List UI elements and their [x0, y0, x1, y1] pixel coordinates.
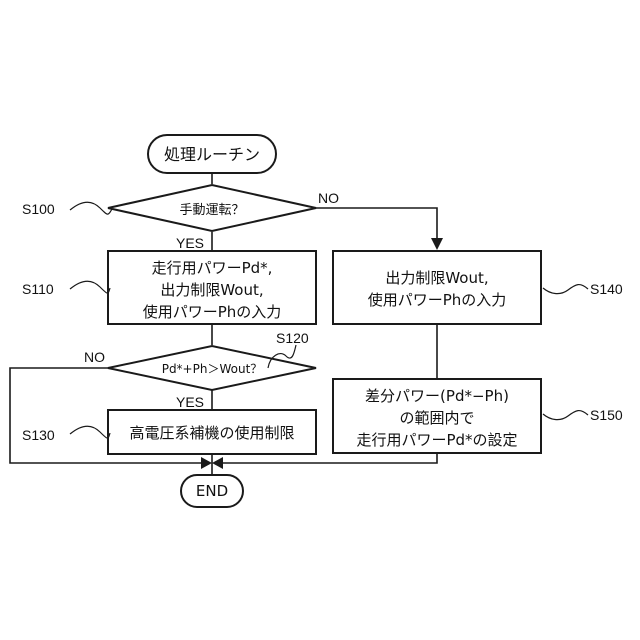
connector-s150-to-end: [223, 454, 437, 463]
decision-s120-no-label: NO: [84, 349, 105, 365]
decision-s100-yes-label: YES: [176, 235, 204, 251]
decision-s120: Pd*+Ph＞Wout？ YES NO S120: [84, 330, 316, 410]
process-s140-shape: [333, 251, 541, 324]
leader-s140: [543, 285, 588, 294]
arrowhead-s140: [431, 238, 443, 250]
process-s130: 高電圧系補機の使用制限 S130: [22, 410, 316, 454]
process-s150-line-3: 走行用パワーPd*の設定: [356, 431, 517, 449]
step-label-s100: S100: [22, 201, 55, 217]
process-s150-line-1: 差分パワー(Pd*−Ph): [365, 387, 509, 405]
process-s110-line-2: 出力制限Wout,: [160, 281, 263, 299]
leader-s150: [543, 411, 588, 420]
process-s140-line-2: 使用パワーPhの入力: [368, 291, 507, 309]
process-s130-text: 高電圧系補機の使用制限: [129, 424, 294, 442]
leader-s110: [70, 281, 110, 293]
step-label-s130: S130: [22, 427, 55, 443]
arrowhead-end-right: [212, 457, 223, 469]
step-label-s150: S150: [590, 407, 623, 423]
end-terminal: END: [181, 475, 243, 507]
step-label-s120: S120: [276, 330, 309, 346]
leader-s130: [70, 426, 110, 438]
step-label-s110: S110: [22, 281, 54, 297]
decision-s100-text: 手動運転？: [179, 203, 244, 218]
process-s140: 出力制限Wout, 使用パワーPhの入力 S140: [333, 251, 623, 324]
decision-s120-yes-label: YES: [176, 394, 204, 410]
leader-s100: [70, 202, 112, 214]
process-s110: 走行用パワーPd*, 出力制限Wout, 使用パワーPhの入力 S110: [22, 251, 316, 324]
process-s110-line-3: 使用パワーPhの入力: [143, 303, 282, 321]
process-s110-line-1: 走行用パワーPd*,: [152, 259, 273, 277]
connector-s100-no-to-s140: [316, 208, 437, 240]
process-s150-line-2: の範囲内で: [399, 409, 474, 427]
decision-s100: 手動運転？ YES NO S100: [22, 185, 339, 251]
process-s150: 差分パワー(Pd*−Ph) の範囲内で 走行用パワーPd*の設定 S150: [333, 379, 623, 453]
step-label-s140: S140: [590, 281, 623, 297]
decision-s100-no-label: NO: [318, 190, 339, 206]
start-terminal-label: 処理ルーチン: [164, 145, 260, 164]
start-terminal: 処理ルーチン: [148, 135, 276, 173]
arrowhead-end-left: [201, 457, 212, 469]
process-s140-line-1: 出力制限Wout,: [385, 269, 488, 287]
end-terminal-label: END: [196, 482, 228, 500]
decision-s120-text: Pd*+Ph＞Wout？: [162, 362, 263, 376]
